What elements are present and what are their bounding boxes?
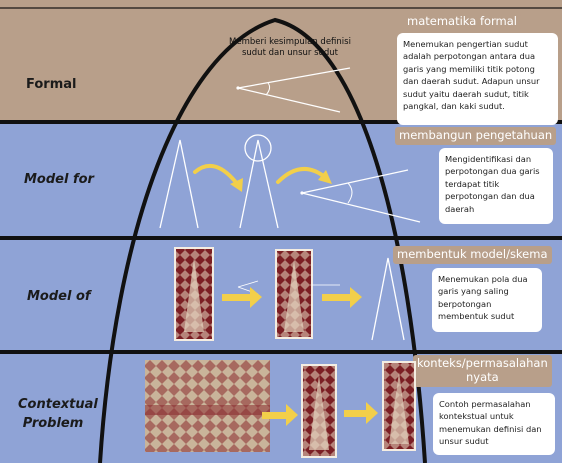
arrow-right-icon [344,402,378,424]
